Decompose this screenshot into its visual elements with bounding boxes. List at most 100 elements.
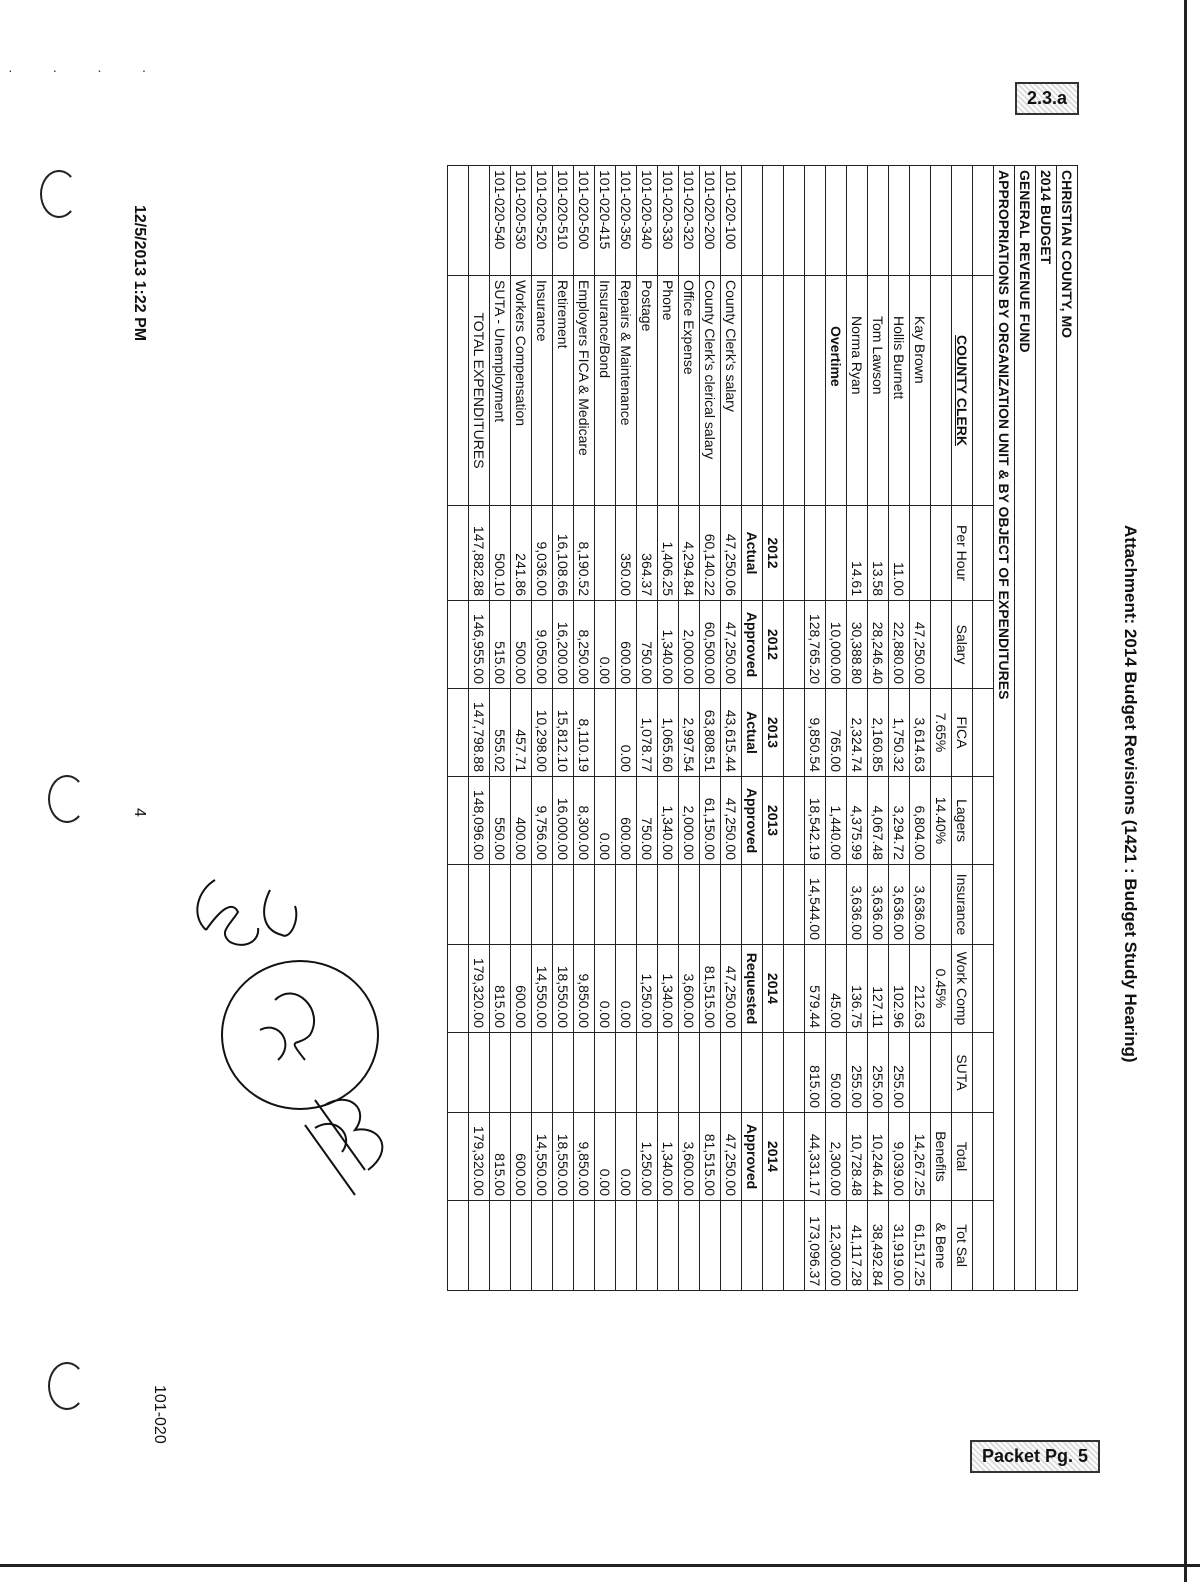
table-cell: [846, 165, 868, 276]
table-cell: [783, 505, 805, 601]
expenditure-value: 8,110.19: [573, 688, 595, 777]
expenditure-value: [636, 1032, 658, 1113]
expenditure-value: 0.00: [594, 1112, 616, 1201]
header-row: 2014 BUDGET: [1035, 165, 1057, 1291]
column-header: 14.40%: [930, 776, 952, 865]
table-cell: [972, 1032, 994, 1113]
staff-value: 6,804.00: [909, 776, 931, 865]
expenditure-value: [531, 864, 553, 945]
column-header: Benefits: [930, 1112, 952, 1201]
expenditure-value: 600.00: [510, 944, 532, 1033]
staff-value: 10,728.48: [846, 1112, 868, 1201]
expenditure-value: 47,250.00: [720, 1112, 742, 1201]
table-cell: [783, 1112, 805, 1201]
table-cell: [783, 275, 805, 506]
type-header: Requested: [741, 944, 763, 1033]
table-cell: [804, 275, 826, 506]
employee-name: Norma Ryan: [846, 275, 868, 506]
handwritten-initials: [196, 879, 384, 1196]
expenditure-value: 600.00: [615, 600, 637, 689]
staff-total: 18,542.19: [804, 776, 826, 865]
year-header: [762, 1032, 784, 1113]
table-cell: [972, 505, 994, 601]
staff-value: 10,000.00: [825, 600, 847, 689]
staff-total: 173,096.37: [804, 1200, 826, 1291]
staff-value: 765.00: [825, 688, 847, 777]
year-header: 2014: [762, 944, 784, 1033]
expenditure-value: 10,298.00: [531, 688, 553, 777]
expenditure-value: 9,756.00: [531, 776, 553, 865]
table-cell: [447, 600, 469, 689]
expenditure-value: [678, 1032, 700, 1113]
expenditure-value: 350.00: [615, 505, 637, 601]
staff-value: [909, 1032, 931, 1113]
staff-value: 41,117.28: [846, 1200, 868, 1291]
staff-value: 255.00: [888, 1032, 910, 1113]
table-cell: [972, 600, 994, 689]
employee-name: Hollis Burnett: [888, 275, 910, 506]
type-header: Approved: [741, 600, 763, 689]
year-header: 2013: [762, 688, 784, 777]
staff-value: 12,300.00: [825, 1200, 847, 1291]
staff-value: 3,614.63: [909, 688, 931, 777]
account-description: Repairs & Maintenance: [615, 275, 637, 506]
expenditure-value: 2,000.00: [678, 600, 700, 689]
expenditure-value: [594, 505, 616, 601]
staff-value: 3,636.00: [867, 864, 889, 945]
expenditure-value: 81,515.00: [699, 944, 721, 1033]
account-description: Postage: [636, 275, 658, 506]
account-code: 101-020-540: [489, 165, 511, 276]
account-description: Employers FICA & Medicare: [573, 275, 595, 506]
expenditure-value: 500.10: [489, 505, 511, 601]
expenditure-value: 750.00: [636, 776, 658, 865]
expenditure-value: [699, 1032, 721, 1113]
expenditure-value: 0.00: [594, 776, 616, 865]
table-cell: [909, 165, 931, 276]
total-value: [468, 864, 490, 945]
year-header: 2014: [762, 1112, 784, 1201]
staff-value: 11.00: [888, 505, 910, 601]
expenditure-value: 61,150.00: [699, 776, 721, 865]
stamp-bottom: Packet Pg. 5: [970, 1440, 1101, 1473]
blank-row: [972, 165, 994, 1291]
table-cell: [468, 1200, 490, 1291]
scan-edge: [0, 1564, 1200, 1567]
year-header: 2013: [762, 776, 784, 865]
account-description: Office Expense: [678, 275, 700, 506]
expenditure-value: 81,515.00: [699, 1112, 721, 1201]
account-description: County Clerk's clerical salary: [699, 275, 721, 506]
staff-value: 45.00: [825, 944, 847, 1033]
table-cell: [783, 776, 805, 865]
binder-hole: [48, 775, 86, 823]
staff-total: 9,850.54: [804, 688, 826, 777]
page-number: 4: [131, 808, 148, 817]
table-cell: [531, 1200, 553, 1291]
staff-value: 13.58: [867, 505, 889, 601]
staff-value: 61,517.25: [909, 1200, 931, 1291]
expenditure-value: 600.00: [615, 776, 637, 865]
column-header: [930, 1032, 952, 1113]
table-cell: [930, 275, 952, 506]
expenditure-value: 47,250.00: [720, 944, 742, 1033]
budget-year: 2014 BUDGET: [1035, 165, 1057, 1291]
account-code: 101-020-530: [510, 165, 532, 276]
table-cell: [762, 275, 784, 506]
expenditure-value: 1,340.00: [657, 1112, 679, 1201]
expenditure-value: 1,340.00: [657, 776, 679, 865]
table-cell: [783, 165, 805, 276]
expenditure-value: [594, 688, 616, 777]
expenditure-value: 400.00: [510, 776, 532, 865]
expenditure-value: [636, 864, 658, 945]
table-cell: [447, 505, 469, 601]
table-cell: [741, 275, 763, 506]
expenditure-value: [678, 864, 700, 945]
expenditure-value: 0.00: [615, 688, 637, 777]
total-label: TOTAL EXPENDITURES: [468, 275, 490, 506]
table-cell: [594, 1200, 616, 1291]
staff-value: 2,300.00: [825, 1112, 847, 1201]
